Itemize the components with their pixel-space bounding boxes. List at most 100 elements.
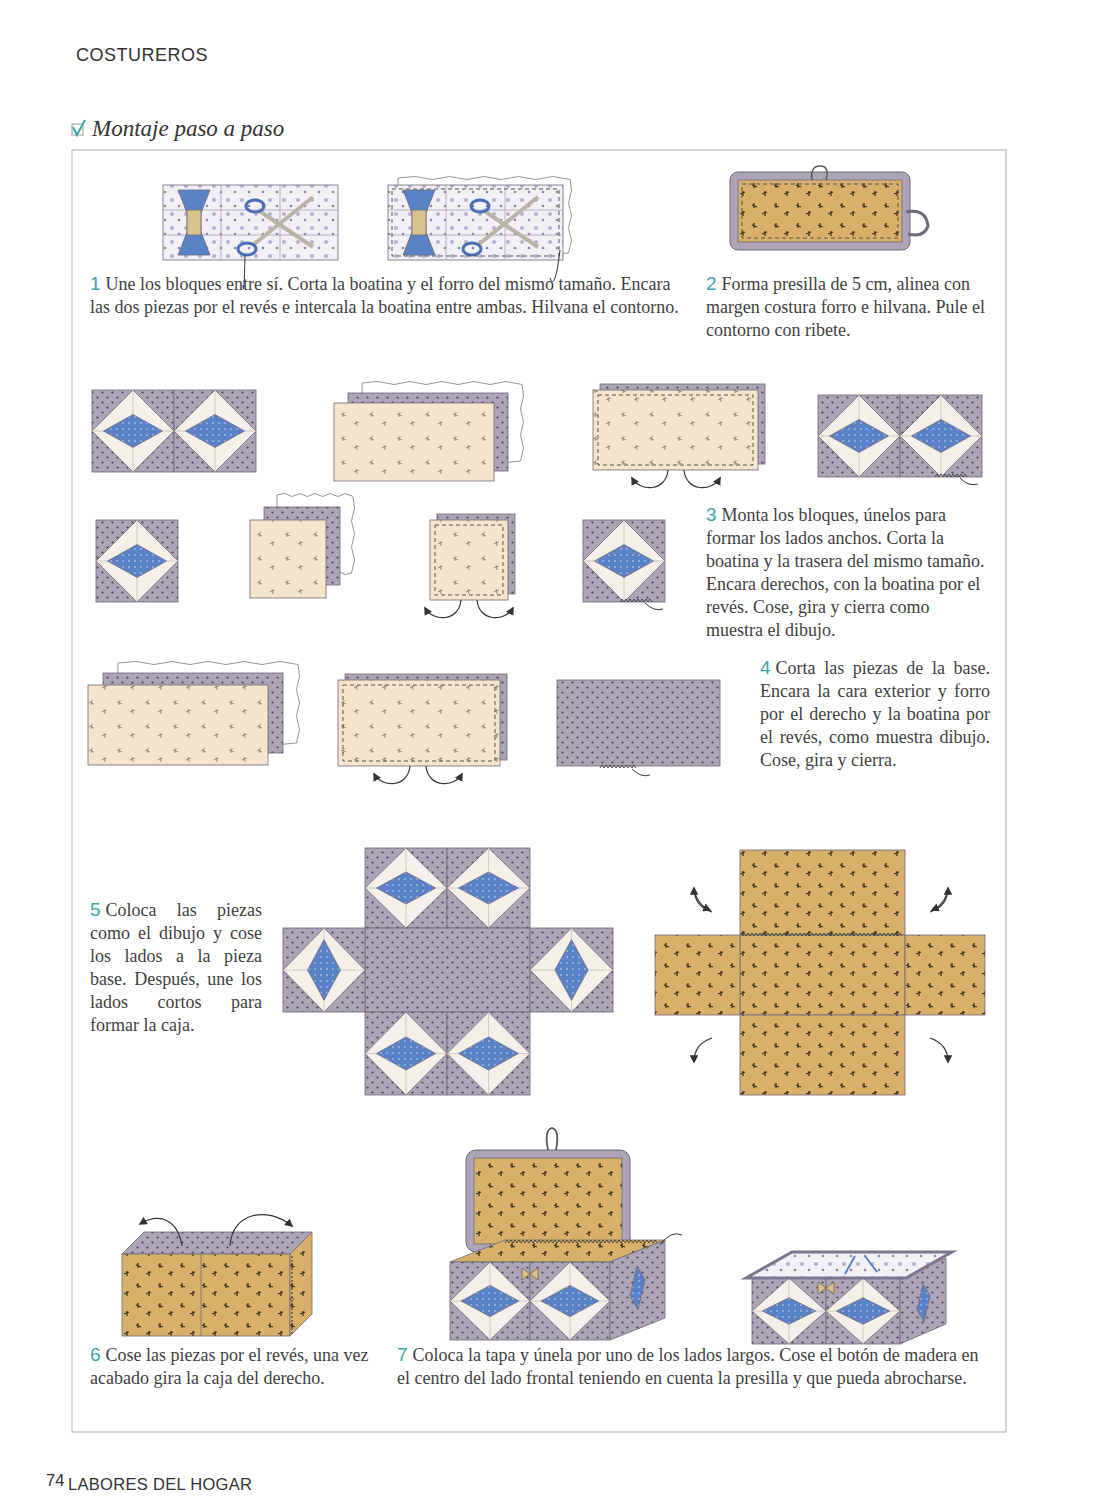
binding-strip (906, 211, 928, 235)
seam-line (752, 1278, 826, 1344)
blue-diamond (555, 940, 588, 1000)
thread (632, 769, 650, 776)
blue-diamond (376, 872, 435, 904)
blue-diamond (762, 1298, 815, 1324)
scissors-handle (238, 243, 256, 255)
quilt-block (530, 1262, 610, 1340)
block-diamond (826, 1278, 900, 1344)
block-diamond (365, 848, 447, 928)
label-text: Coloca las piezas como el dibujo y cose … (90, 900, 262, 1035)
lid-lining (474, 1158, 622, 1244)
blue-diamond (376, 1037, 435, 1070)
base-piece (338, 680, 500, 766)
step-number: 1 (90, 273, 101, 294)
block-diamond (174, 390, 256, 472)
stitch-line (742, 184, 898, 238)
label-text: Coloca la tapa y únela por uno de los la… (397, 1345, 979, 1388)
lid-binding (466, 1150, 630, 1252)
step-caption: 4Corta las piezas de la base. Encara la … (760, 656, 990, 772)
step-number: 5 (90, 899, 101, 920)
frame (72, 150, 1006, 1432)
seam-line (583, 520, 665, 602)
block-diamond (818, 395, 900, 477)
box-side (610, 1240, 665, 1340)
closing-stitch (620, 599, 652, 602)
spool (403, 190, 435, 255)
wooden-button (522, 1268, 538, 1280)
scissors-blade (253, 197, 313, 247)
spool-thread (187, 210, 201, 235)
blue-diamond (185, 415, 244, 448)
base-piece (88, 685, 268, 765)
turn-arrow (140, 1219, 182, 1246)
turn-arrow (694, 1038, 712, 1062)
thread (660, 1234, 682, 1245)
step-number: 4 (760, 657, 771, 678)
stitch-line (343, 685, 495, 761)
spool-thread (412, 210, 426, 235)
label-text: COSTUREROS (76, 45, 208, 65)
stitch-line (292, 1256, 293, 1334)
block-diamond (530, 928, 613, 1012)
closing-stitch (742, 933, 902, 936)
block-diamond (365, 1012, 447, 1095)
turn-arrow (374, 766, 410, 784)
label-text: Une los bloques entre sí. Corta la boati… (90, 274, 679, 317)
base-piece (557, 680, 720, 766)
loop (547, 1128, 558, 1150)
blue-diamond (308, 940, 341, 1000)
label-text: Corta las piezas de la base. Encara la c… (760, 658, 990, 770)
label-text: LABORES DEL HOGAR (68, 1475, 252, 1493)
box-opening (122, 1232, 312, 1254)
quilt-block (752, 1278, 826, 1344)
block-diamond (900, 395, 982, 477)
closing-stitch (505, 1240, 657, 1243)
blue-diamond (459, 872, 519, 904)
back-piece (250, 520, 326, 598)
turn-arrow (425, 600, 461, 618)
step-number: 3 (706, 504, 717, 525)
seam-line (201, 1254, 202, 1336)
spool (178, 190, 210, 255)
step-number: 7 (397, 1344, 408, 1365)
seam-line (283, 928, 365, 1012)
quilt-block (365, 848, 447, 928)
quilt-block (447, 848, 530, 928)
quilt-block (900, 395, 982, 477)
seam-line (447, 1012, 530, 1095)
step-caption: 7Coloca la tapa y únela por uno de los l… (397, 1343, 991, 1390)
step-caption: 2Forma presilla de 5 cm, alinea con marg… (706, 272, 990, 342)
quilt-panel (163, 185, 338, 260)
thread (645, 603, 663, 610)
turn-arrow (932, 888, 948, 910)
seam-line (450, 1262, 530, 1340)
quilt-block (818, 395, 900, 477)
magazine-name: LABORES DEL HOGAR (68, 1474, 268, 1495)
back-piece (593, 390, 758, 470)
seam-line (530, 928, 613, 1012)
quilt-block (447, 1012, 530, 1095)
lining-side (740, 850, 905, 935)
block-diamond (283, 928, 365, 1012)
lining-base (740, 935, 905, 1015)
back-piece (430, 520, 508, 600)
closing-stitch (935, 474, 967, 477)
seam-line (447, 848, 530, 928)
blue-diamond (829, 420, 888, 453)
blue-diamond (911, 420, 970, 453)
lid-top (746, 1252, 952, 1278)
wooden-button (818, 1282, 834, 1294)
seam-line (818, 395, 900, 477)
scissors-handle (471, 200, 489, 212)
blue-diamond (917, 1284, 930, 1322)
scissors-blade (478, 197, 538, 247)
lining-side (740, 1015, 905, 1095)
turn-arrow (930, 1038, 948, 1062)
lid-binding (746, 1252, 952, 1278)
turn-arrow (694, 888, 712, 912)
seam-line (365, 1012, 447, 1095)
blue-diamond (103, 415, 162, 448)
block-diamond (530, 1262, 610, 1340)
seam-line (826, 1278, 900, 1344)
back-piece (334, 403, 494, 481)
